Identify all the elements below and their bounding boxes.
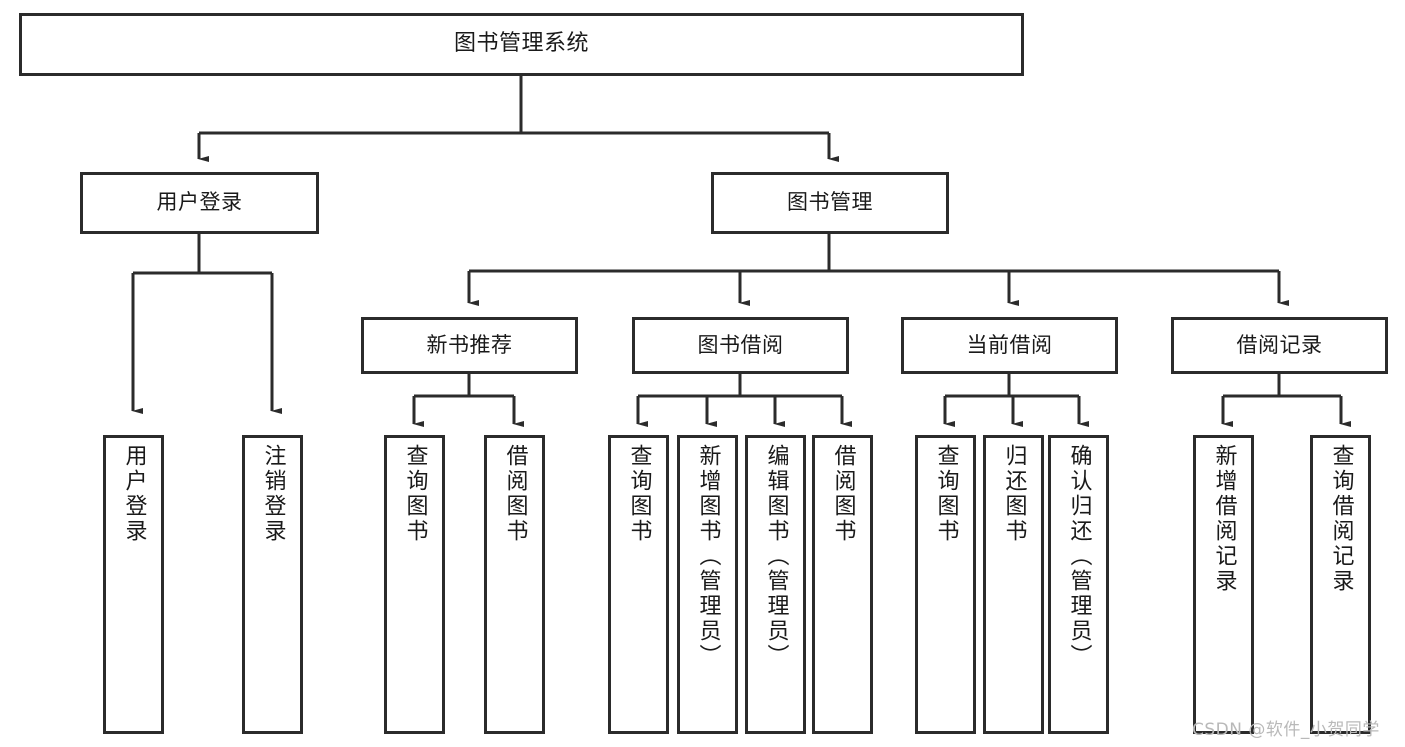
csdn-watermark: CSDN @软件_小贺同学 [1192, 720, 1380, 740]
leaf-records-query-record-label: 查询借阅记录 [1328, 444, 1354, 594]
node-borrow-records-label: 借阅记录 [1236, 332, 1323, 357]
leaf-recommend-borrow-book-label: 借阅图书 [502, 444, 528, 544]
leaf-borrow-edit-book-label: 编辑图书（管理员） [763, 444, 789, 669]
leaf-records-add-record[interactable]: 新增借阅记录 [1193, 435, 1254, 734]
node-book-management[interactable]: 图书管理 [711, 172, 949, 234]
leaf-current-query-book[interactable]: 查询图书 [915, 435, 976, 734]
leaf-borrow-query-book-label: 查询图书 [626, 444, 652, 544]
leaf-user-login-login[interactable]: 用户登录 [103, 435, 164, 734]
leaf-current-return-book-label: 归还图书 [1001, 444, 1027, 544]
leaf-current-return-book[interactable]: 归还图书 [983, 435, 1044, 734]
leaf-recommend-query-book[interactable]: 查询图书 [384, 435, 445, 734]
node-root-label: 图书管理系统 [453, 31, 589, 57]
node-new-book-recommend[interactable]: 新书推荐 [361, 317, 578, 374]
node-root[interactable]: 图书管理系统 [19, 13, 1024, 76]
node-book-management-label: 图书管理 [787, 190, 873, 215]
node-user-login-label: 用户登录 [156, 190, 243, 215]
leaf-recommend-query-book-label: 查询图书 [402, 444, 428, 544]
node-user-login[interactable]: 用户登录 [80, 172, 319, 234]
leaf-borrow-add-book-label: 新增图书（管理员） [695, 444, 721, 669]
leaf-user-login-login-label: 用户登录 [121, 444, 147, 544]
leaf-user-login-logout[interactable]: 注销登录 [242, 435, 303, 734]
leaf-current-confirm-return[interactable]: 确认归还（管理员） [1048, 435, 1109, 734]
node-current-borrow-label: 当前借阅 [966, 332, 1053, 357]
node-book-borrow[interactable]: 图书借阅 [632, 317, 849, 374]
node-book-borrow-label: 图书借阅 [697, 332, 784, 357]
leaf-borrow-borrow-book[interactable]: 借阅图书 [812, 435, 873, 734]
leaf-records-add-record-label: 新增借阅记录 [1211, 444, 1237, 594]
node-current-borrow[interactable]: 当前借阅 [901, 317, 1118, 374]
leaf-current-query-book-label: 查询图书 [933, 444, 959, 544]
leaf-current-confirm-return-label: 确认归还（管理员） [1066, 444, 1092, 669]
leaf-borrow-borrow-book-label: 借阅图书 [830, 444, 856, 544]
leaf-user-login-logout-label: 注销登录 [260, 444, 286, 544]
leaf-borrow-edit-book[interactable]: 编辑图书（管理员） [745, 435, 806, 734]
leaf-borrow-query-book[interactable]: 查询图书 [608, 435, 669, 734]
node-new-book-recommend-label: 新书推荐 [426, 332, 513, 357]
leaf-recommend-borrow-book[interactable]: 借阅图书 [484, 435, 545, 734]
leaf-borrow-add-book[interactable]: 新增图书（管理员） [677, 435, 738, 734]
node-borrow-records[interactable]: 借阅记录 [1171, 317, 1388, 374]
leaf-records-query-record[interactable]: 查询借阅记录 [1310, 435, 1371, 734]
